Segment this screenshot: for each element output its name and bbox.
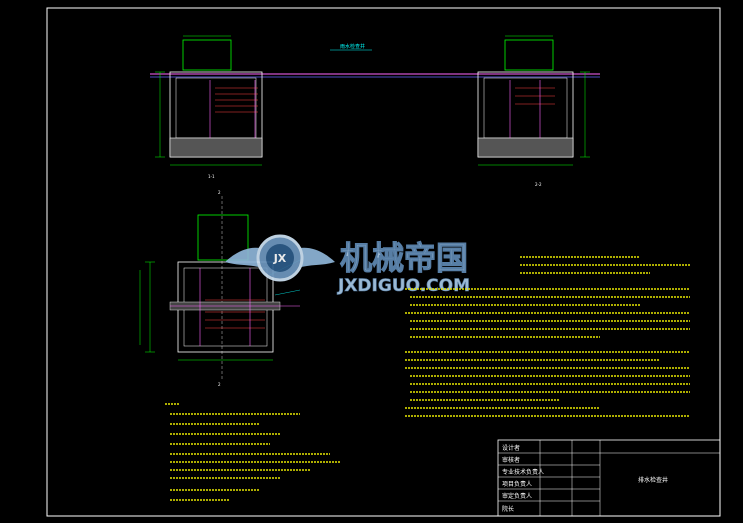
notes-right [405, 256, 690, 417]
plan-marker-top: 2 [218, 190, 221, 195]
notes-left [165, 403, 340, 501]
top-section-view: 雨水检查井 [150, 35, 600, 187]
section-label-2-2: 2-2 [535, 182, 542, 187]
drawing-title: 排水检查井 [638, 476, 668, 484]
section-label-1-1: 1-1 [208, 174, 215, 179]
tb-row-6: 院长 [502, 505, 514, 513]
tb-row-3: 专业技术负责人 [502, 468, 544, 476]
section-title-top: 雨水检查井 [340, 43, 365, 50]
site-watermark: JX 机械帝国 JXDIGUO.COM [225, 234, 470, 296]
plan-marker-bottom: 2 [218, 382, 221, 387]
tb-row-1: 设计者 [502, 444, 520, 452]
tb-row-4: 项目负责人 [502, 480, 532, 488]
title-block: 设计者 审核者 专业技术负责人 项目负责人 审定负责人 院长 排水检查井 [497, 439, 721, 517]
well-left-section: 1-1 [155, 35, 263, 179]
watermark-cn: 机械帝国 [340, 239, 468, 277]
well-right-section: 2-2 [477, 35, 590, 187]
watermark-en: JXDIGUO.COM [337, 276, 470, 296]
plan-view: 2 2 [139, 190, 301, 387]
drawing-frame [46, 7, 721, 517]
tb-row-2: 审核者 [502, 456, 520, 464]
tb-row-5: 审定负责人 [502, 492, 532, 500]
badge-text: JX [273, 252, 287, 265]
